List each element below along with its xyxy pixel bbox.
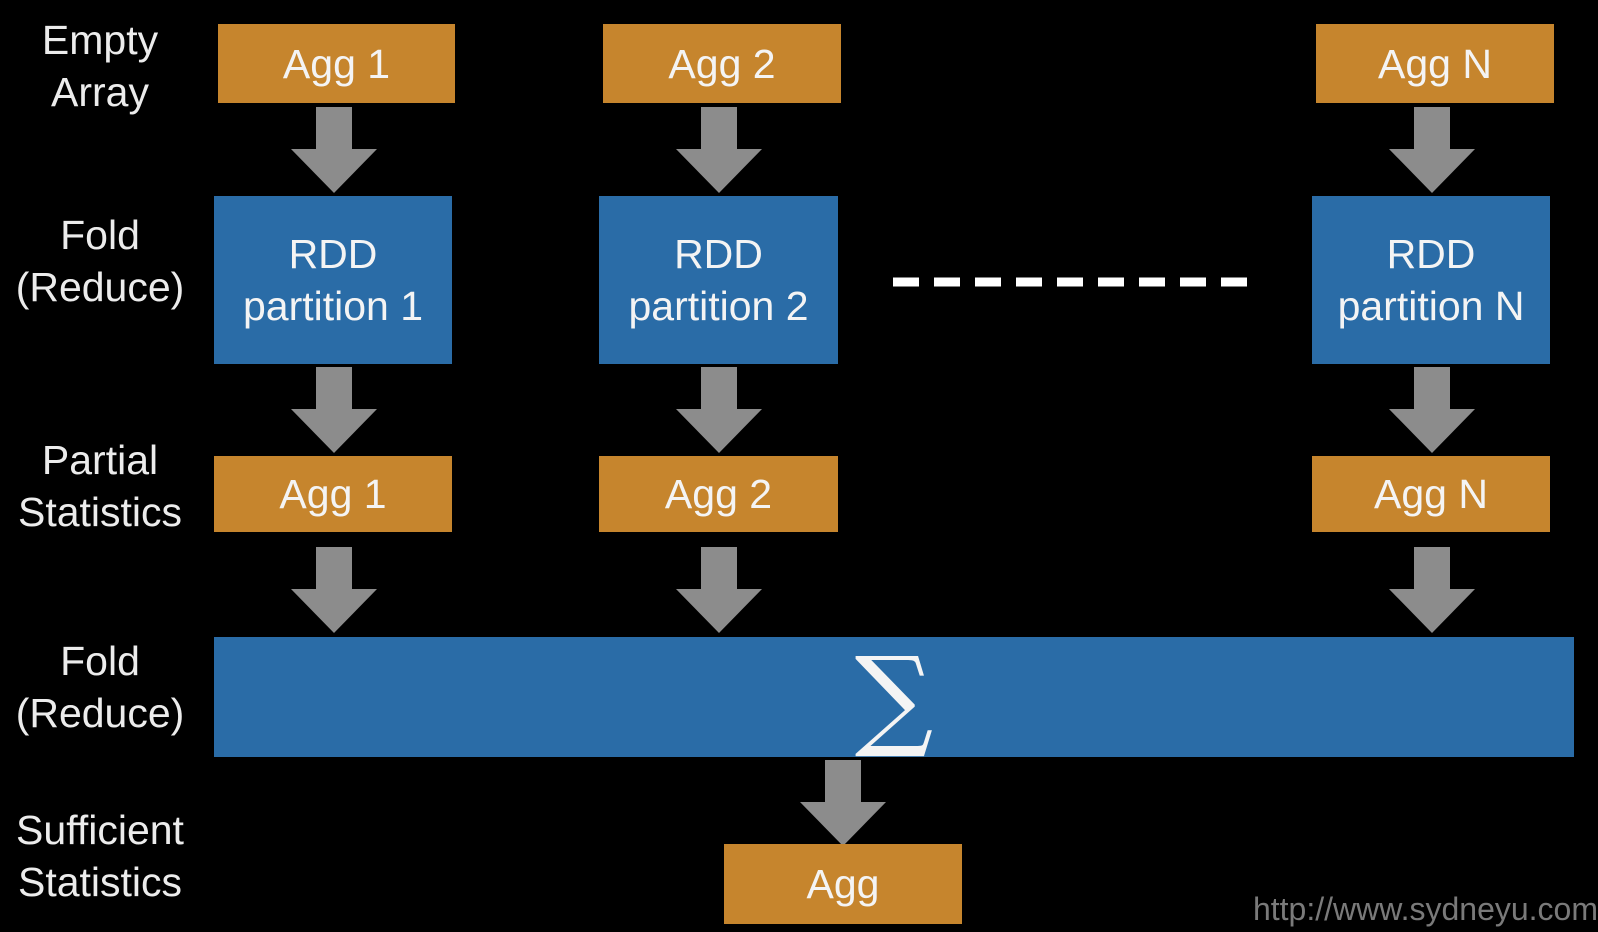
top-agg-label: Agg 2 bbox=[668, 40, 776, 87]
partition-label: partition N bbox=[1337, 283, 1525, 329]
row-label-line: Fold bbox=[60, 638, 140, 684]
down-arrow-icon bbox=[676, 107, 762, 193]
down-arrow-icon bbox=[1389, 107, 1475, 193]
row-label-fold-1: Fold (Reduce) bbox=[0, 209, 200, 313]
partial-agg-box-2: Agg 2 bbox=[599, 456, 838, 532]
down-arrow-icon bbox=[291, 367, 377, 453]
rdd-label: RDD bbox=[674, 231, 763, 277]
source-url: http://www.sydneyu.com bbox=[1252, 891, 1598, 927]
row-label-line: (Reduce) bbox=[15, 264, 185, 310]
down-arrow-icon bbox=[1389, 547, 1475, 633]
row-label-line: Empty bbox=[41, 17, 159, 63]
final-agg-box: Agg bbox=[724, 844, 962, 924]
row-label-partial-statistics: Partial Statistics bbox=[0, 434, 200, 538]
top-agg-label: Agg 1 bbox=[282, 40, 391, 87]
down-arrow-icon bbox=[291, 107, 377, 193]
row-label-fold-2: Fold (Reduce) bbox=[0, 635, 200, 739]
final-agg-label: Agg bbox=[806, 861, 880, 907]
down-arrow-icon bbox=[1389, 367, 1475, 453]
partial-agg-box-1: Agg 1 bbox=[214, 456, 452, 532]
rdd-partition-box-1: RDD partition 1 bbox=[214, 196, 452, 364]
down-arrow-icon bbox=[676, 547, 762, 633]
ellipsis-dashed-line bbox=[893, 277, 1259, 287]
rdd-partition-box-2: RDD partition 2 bbox=[599, 196, 838, 364]
partial-agg-label: Agg 2 bbox=[664, 471, 773, 517]
partition-label: partition 1 bbox=[242, 283, 424, 329]
partition-label: partition 2 bbox=[628, 283, 809, 329]
partial-agg-box-n: Agg N bbox=[1312, 456, 1550, 532]
row-label-empty-array: Empty Array bbox=[0, 14, 200, 118]
down-arrow-icon bbox=[291, 547, 377, 633]
down-arrow-icon bbox=[800, 760, 886, 846]
top-agg-box-1: Agg 1 bbox=[218, 24, 455, 103]
sigma-icon: ∑ bbox=[854, 633, 934, 761]
top-agg-box-2: Agg 2 bbox=[603, 24, 841, 103]
row-label-line: Statistics bbox=[17, 859, 183, 905]
down-arrow-icon bbox=[676, 367, 762, 453]
rdd-partition-box-n: RDD partition N bbox=[1312, 196, 1550, 364]
partial-agg-label: Agg 1 bbox=[279, 471, 387, 517]
row-label-line: Array bbox=[51, 69, 149, 115]
row-label-line: Fold bbox=[60, 212, 140, 258]
partial-agg-label: Agg N bbox=[1374, 471, 1488, 517]
top-agg-label: Agg N bbox=[1378, 40, 1492, 87]
rdd-label: RDD bbox=[1386, 231, 1476, 277]
row-label-sufficient-statistics: Sufficient Statistics bbox=[0, 804, 200, 908]
row-label-line: (Reduce) bbox=[15, 690, 185, 736]
row-label-line: Sufficient bbox=[16, 807, 184, 853]
sum-reduce-bar: ∑ bbox=[214, 637, 1574, 757]
top-agg-box-n: Agg N bbox=[1316, 24, 1554, 103]
row-label-line: Statistics bbox=[17, 489, 183, 535]
row-label-line: Partial bbox=[41, 437, 159, 483]
rdd-label: RDD bbox=[288, 231, 378, 277]
